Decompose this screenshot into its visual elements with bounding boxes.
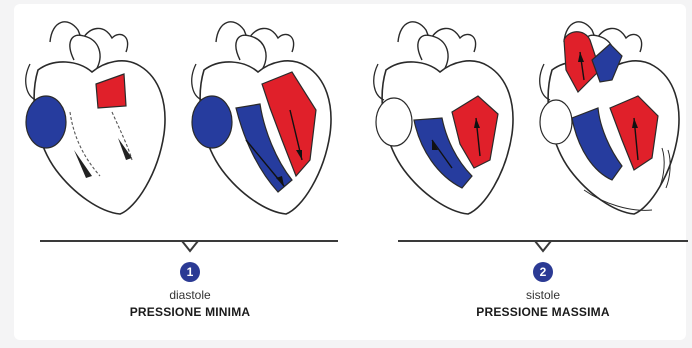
heart-systole-ejection — [540, 22, 679, 214]
phase-label: diastole — [90, 288, 290, 302]
heart-systole-early — [374, 22, 513, 214]
pressure-label: PRESSIONE MINIMA — [80, 305, 300, 319]
pressure-label: PRESSIONE MASSIMA — [433, 305, 653, 319]
stage-number-badge: 1 — [180, 262, 200, 282]
heart-diastole-filled — [192, 22, 331, 214]
stage-number-badge: 2 — [533, 262, 553, 282]
bracket-tick — [180, 241, 200, 253]
heart-diastole-early — [26, 22, 165, 214]
phase-label: sistole — [443, 288, 643, 302]
bracket-tick — [533, 241, 553, 253]
